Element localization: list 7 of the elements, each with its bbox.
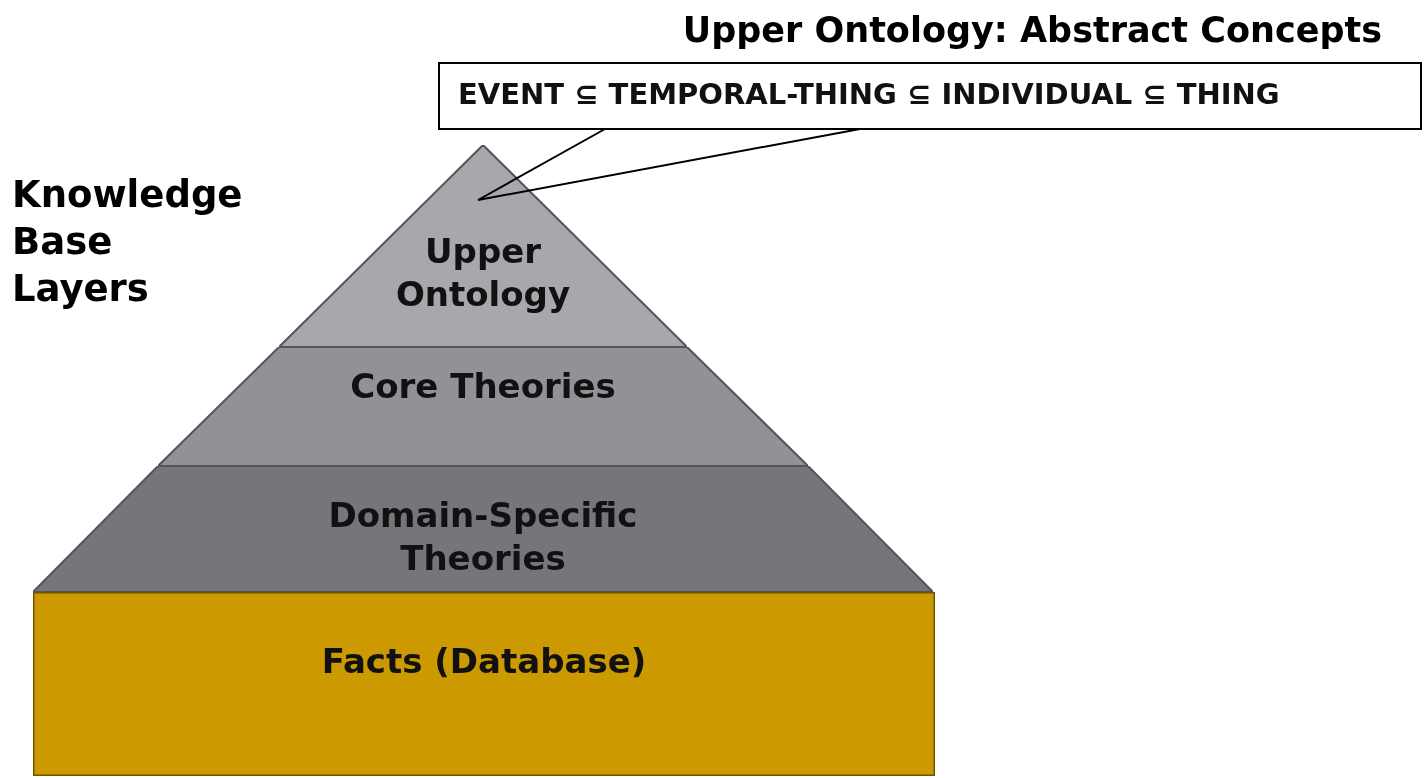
layer-label: Facts (Database) bbox=[320, 640, 648, 683]
title: Upper Ontology: Abstract Concepts bbox=[682, 10, 1382, 50]
layer-label: Domain-Specific Theories bbox=[327, 494, 639, 579]
layer-label: Core Theories bbox=[349, 365, 617, 408]
side-heading: Knowledge Base Layers bbox=[12, 172, 243, 312]
callout-text: EVENT ⊆ TEMPORAL-THING ⊆ INDIVIDUAL ⊆ THING bbox=[458, 76, 1280, 113]
layer-label: Upper Ontology bbox=[394, 230, 572, 315]
